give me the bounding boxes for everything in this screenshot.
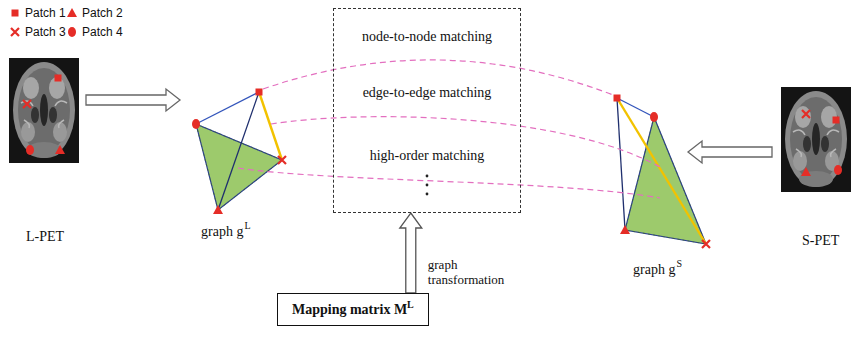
process-box: Mapping matrix ML bbox=[277, 293, 429, 326]
image-label: L-PET bbox=[24, 229, 66, 245]
graph-l bbox=[256, 89, 263, 96]
graph-l bbox=[278, 156, 286, 164]
graph-l bbox=[196, 124, 282, 210]
matching-line bbox=[238, 60, 660, 198]
s-pet-image bbox=[834, 165, 842, 175]
l-pet-image bbox=[55, 75, 62, 82]
text-row: high-order matching bbox=[334, 146, 520, 164]
graph-s bbox=[702, 240, 710, 248]
graph-s bbox=[614, 95, 621, 102]
s-pet-image bbox=[833, 117, 840, 124]
legend-text: Patch 2 bbox=[82, 6, 123, 20]
l-pet-image bbox=[26, 145, 34, 155]
graph-s bbox=[620, 225, 630, 234]
matching-line bbox=[271, 117, 660, 167]
ellipsis-dots bbox=[426, 175, 429, 178]
matching-box: node-to-node matching edge-to-edge matchi… bbox=[333, 8, 521, 213]
l-pet-image bbox=[55, 145, 65, 154]
edge-label: graph transformation bbox=[428, 257, 520, 287]
graph-l bbox=[196, 124, 282, 210]
graph-label: graph g bbox=[199, 224, 245, 240]
graph-l bbox=[192, 89, 286, 215]
legend-text: Patch 3 bbox=[25, 25, 66, 39]
legend-marks bbox=[67, 8, 77, 17]
ellipsis-dots bbox=[426, 193, 429, 196]
image-label: S-PET bbox=[800, 233, 841, 249]
graph-l bbox=[192, 119, 200, 129]
hollow-arrow bbox=[86, 89, 772, 163]
matching-label: node-to-node matching bbox=[360, 29, 494, 44]
box-label: Mapping matrix M bbox=[292, 302, 407, 317]
superscript: L bbox=[244, 220, 250, 231]
superscript: L bbox=[407, 299, 414, 310]
hollow-arrow bbox=[400, 213, 422, 293]
legend-marks bbox=[12, 10, 19, 17]
l-pet-image bbox=[9, 58, 79, 163]
text-row: edge-to-edge matching bbox=[334, 83, 520, 101]
graph-label: graph g bbox=[631, 262, 677, 278]
graph-l bbox=[218, 92, 259, 210]
ellipsis-dots bbox=[426, 184, 429, 187]
legend-marks bbox=[11, 28, 19, 36]
s-pet-image bbox=[781, 87, 851, 192]
graph-s bbox=[617, 98, 625, 230]
graph-s bbox=[614, 95, 711, 249]
legend-text: Patch 1 bbox=[25, 6, 66, 20]
l-pet-image bbox=[23, 100, 31, 108]
matching-label: high-order matching bbox=[368, 148, 487, 163]
text-row: node-to-node matching bbox=[334, 27, 520, 45]
s-pet-image bbox=[781, 87, 851, 192]
graph-s bbox=[617, 98, 706, 244]
hollow-arrow bbox=[86, 89, 180, 111]
matching-line bbox=[238, 168, 660, 198]
graph-l bbox=[213, 205, 223, 214]
l-pet-image bbox=[9, 58, 79, 163]
matching-label: edge-to-edge matching bbox=[361, 85, 494, 100]
s-pet-image bbox=[801, 167, 811, 176]
legend-text: Patch 4 bbox=[82, 25, 123, 39]
legend-marks bbox=[68, 27, 76, 37]
superscript: S bbox=[676, 258, 682, 269]
graph-s bbox=[650, 112, 658, 122]
hollow-arrow bbox=[688, 141, 772, 163]
graph-l bbox=[259, 92, 282, 160]
s-pet-image bbox=[802, 110, 810, 118]
ellipsis-dots bbox=[426, 175, 429, 196]
edge-label-text: graph transformation bbox=[428, 257, 505, 287]
